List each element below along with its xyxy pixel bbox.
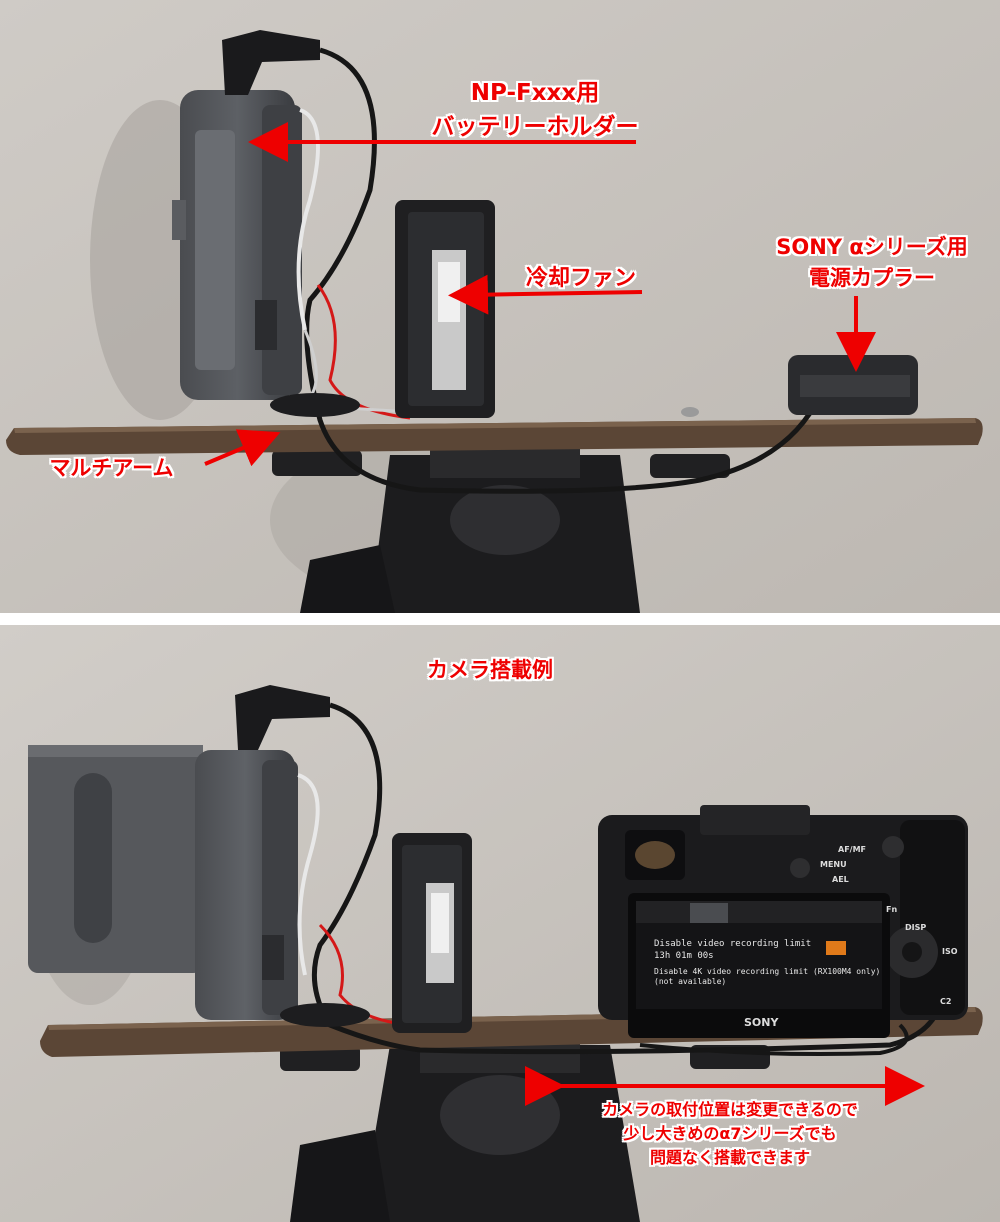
screen-text-line2: 13h 01m 00s: [654, 951, 714, 961]
label-mount-note-line1: カメラの取付位置は変更できるので: [602, 1100, 858, 1119]
camera-button-c2-label: C2: [940, 997, 952, 1006]
screen-text-line3: Disable 4K video recording limit (RX100M…: [654, 967, 881, 976]
label-multi-arm-line1: マルチアーム: [49, 456, 174, 480]
screen-text-line1: Disable video recording limit: [654, 939, 812, 949]
photo-camera-mounted: Disable video recording limit 13h 01m 00…: [0, 625, 1000, 1222]
arrow-multi-arm: [204, 429, 281, 467]
label-mount-example-line1: カメラ搭載例: [427, 658, 553, 682]
camera-button-fn-label: Fn: [886, 905, 898, 914]
camera-brand-logo: SONY: [744, 1016, 779, 1029]
camera-button-iso-label: ISO: [942, 947, 958, 956]
label-mount-example: カメラ搭載例: [400, 655, 580, 685]
label-battery-holder-line1: NP-Fxxx用: [470, 80, 600, 106]
screen-text-line4: (not available): [654, 977, 727, 986]
label-mount-note-line2: 少し大きめのα7シリーズでも: [623, 1124, 837, 1143]
label-cooling-fan-line1: 冷却ファン: [525, 266, 636, 291]
label-battery-holder-line2: バッテリーホルダー: [431, 114, 639, 140]
photo-rig-overview: NP-Fxxx用 バッテリーホルダー 冷却ファン SONY αシリーズ用 電源カ…: [0, 0, 1000, 613]
label-power-coupler-line1: SONY αシリーズ用: [776, 235, 968, 259]
label-multi-arm: マルチアーム: [24, 453, 199, 483]
camera-button-disp-label: DISP: [905, 923, 927, 932]
camera-button-afmf-label: AF/MF: [838, 845, 867, 854]
label-power-coupler: SONY αシリーズ用 電源カプラー: [752, 232, 992, 294]
label-battery-holder: NP-Fxxx用 バッテリーホルダー: [420, 76, 650, 144]
label-mount-note-line3: 問題なく搭載できます: [649, 1148, 810, 1167]
camera-button-menu-label: MENU: [820, 860, 847, 869]
photo-rig-overview-illustration: [0, 0, 1000, 613]
arrow-cooling-fan: [448, 274, 643, 315]
photo-camera-mounted-illustration: [0, 625, 1000, 1222]
label-mount-note: カメラの取付位置は変更できるので 少し大きめのα7シリーズでも 問題なく搭載でき…: [565, 1098, 895, 1170]
label-power-coupler-line2: 電源カプラー: [809, 266, 935, 290]
camera-button-ael-label: AEL: [832, 875, 849, 884]
label-cooling-fan: 冷却ファン: [516, 264, 646, 294]
